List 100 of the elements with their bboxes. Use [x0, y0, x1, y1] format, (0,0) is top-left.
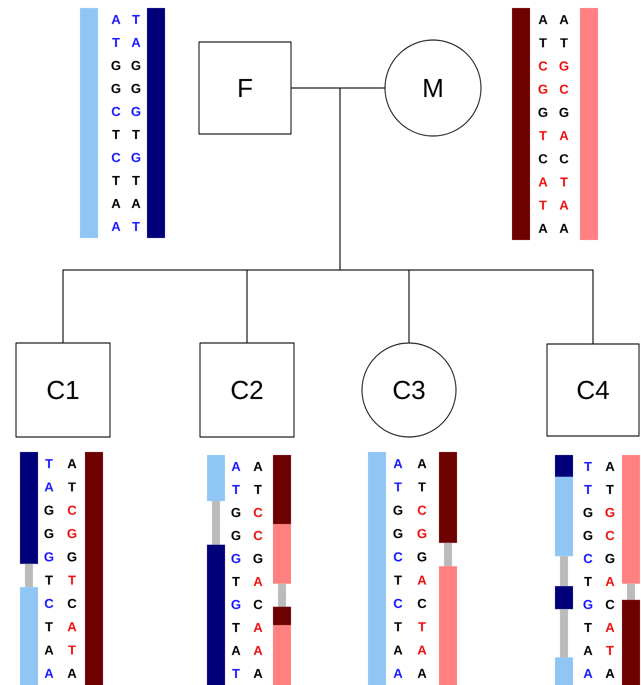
- base-letter: A: [538, 224, 548, 233]
- base-letter: G: [538, 84, 548, 94]
- base-letter: A: [394, 668, 402, 678]
- base-letter: G: [583, 530, 592, 540]
- base-letter: A: [560, 224, 568, 233]
- base-letter: T: [394, 576, 402, 585]
- base-letter: T: [418, 482, 426, 492]
- base-letter: G: [253, 554, 262, 564]
- base-letter: T: [232, 623, 240, 632]
- base-letter: T: [584, 623, 592, 632]
- base-letter: A: [538, 15, 548, 24]
- base-letter: A: [132, 199, 140, 208]
- base-letter: T: [560, 38, 568, 48]
- base-letter: C: [538, 61, 548, 71]
- base-letter: T: [539, 131, 547, 140]
- base-letter: T: [68, 482, 76, 492]
- base-letter: A: [606, 577, 614, 586]
- base-letter: A: [394, 646, 402, 655]
- base-letter: T: [606, 646, 614, 655]
- base-letter: A: [418, 668, 426, 678]
- base-letter: A: [418, 459, 426, 468]
- base-letter: C: [584, 554, 592, 564]
- base-letter: C: [418, 506, 426, 515]
- base-letter: T: [584, 462, 592, 471]
- base-letter: G: [44, 528, 54, 538]
- base-letter: G: [583, 600, 592, 610]
- pedigree-line: [340, 88, 594, 344]
- base-letter: T: [584, 577, 592, 586]
- base-letter: A: [254, 646, 262, 655]
- base-letter: C: [606, 600, 614, 610]
- base-letter: G: [417, 528, 426, 538]
- base-letter: G: [131, 60, 140, 70]
- base-letter: G: [67, 552, 76, 562]
- base-letter: C: [254, 530, 262, 540]
- male-square: C4: [546, 344, 640, 436]
- base-letter: T: [112, 130, 120, 139]
- base-letter: G: [67, 528, 76, 538]
- base-letter: A: [560, 200, 568, 210]
- base-letter: T: [68, 576, 76, 585]
- base-letter: A: [112, 222, 120, 231]
- base-letter: A: [254, 577, 262, 586]
- base-letter: G: [131, 152, 140, 162]
- base-letter: C: [606, 530, 614, 540]
- base-letter: G: [583, 508, 592, 518]
- base-letter: T: [68, 646, 76, 655]
- base-letter: T: [132, 176, 140, 185]
- base-letter: T: [584, 485, 592, 494]
- base-letter: C: [538, 154, 548, 164]
- base-letter: G: [393, 506, 402, 515]
- base-letter: T: [418, 622, 426, 632]
- base-letter: G: [559, 61, 568, 71]
- base-letter: G: [131, 106, 140, 116]
- base-letter: C: [68, 598, 76, 608]
- male-square: C1: [16, 342, 110, 438]
- base-letter: T: [539, 200, 547, 210]
- base-letter: T: [560, 178, 568, 186]
- base-letter: G: [231, 508, 240, 518]
- base-letter: C: [112, 106, 120, 116]
- base-letter: A: [584, 646, 592, 655]
- base-letter: A: [68, 668, 76, 678]
- base-letter: C: [394, 598, 402, 608]
- base-letter: T: [394, 622, 402, 632]
- base-letter: G: [605, 554, 614, 564]
- base-letter: G: [111, 84, 120, 94]
- base-letter: T: [606, 485, 614, 494]
- base-letter: A: [44, 482, 54, 492]
- male-square: C2: [200, 342, 294, 438]
- base-letter: G: [231, 554, 240, 564]
- base-letter: T: [232, 485, 240, 494]
- base-letter: G: [559, 108, 568, 117]
- base-letter: T: [112, 38, 120, 47]
- base-letter: T: [539, 38, 547, 48]
- base-letter: A: [232, 462, 240, 471]
- base-letter: C: [394, 552, 402, 562]
- base-letter: A: [112, 199, 120, 208]
- base-letter: A: [606, 462, 614, 471]
- base-letter: G: [231, 530, 240, 540]
- base-letter: T: [132, 130, 140, 139]
- base-letter: A: [68, 459, 76, 468]
- base-letter: T: [45, 459, 53, 468]
- base-letter: T: [232, 669, 240, 678]
- male-square: F: [198, 42, 292, 134]
- base-letter: T: [254, 485, 262, 494]
- base-letter: G: [44, 506, 54, 515]
- base-letter: A: [606, 669, 614, 678]
- base-letter: C: [44, 598, 54, 608]
- base-letter: A: [560, 131, 568, 140]
- base-letter: A: [112, 15, 120, 24]
- base-letter: T: [45, 622, 53, 632]
- base-letter: A: [254, 669, 262, 678]
- base-letter: A: [418, 646, 426, 655]
- base-letter: C: [254, 600, 262, 610]
- base-letter: C: [560, 84, 568, 94]
- base-letter: A: [254, 462, 262, 471]
- base-letter: C: [68, 506, 76, 515]
- base-letter: C: [560, 154, 568, 164]
- base-letter: G: [538, 108, 548, 117]
- base-letter: A: [418, 576, 426, 585]
- base-letter: G: [231, 600, 240, 610]
- base-letter: G: [131, 84, 140, 94]
